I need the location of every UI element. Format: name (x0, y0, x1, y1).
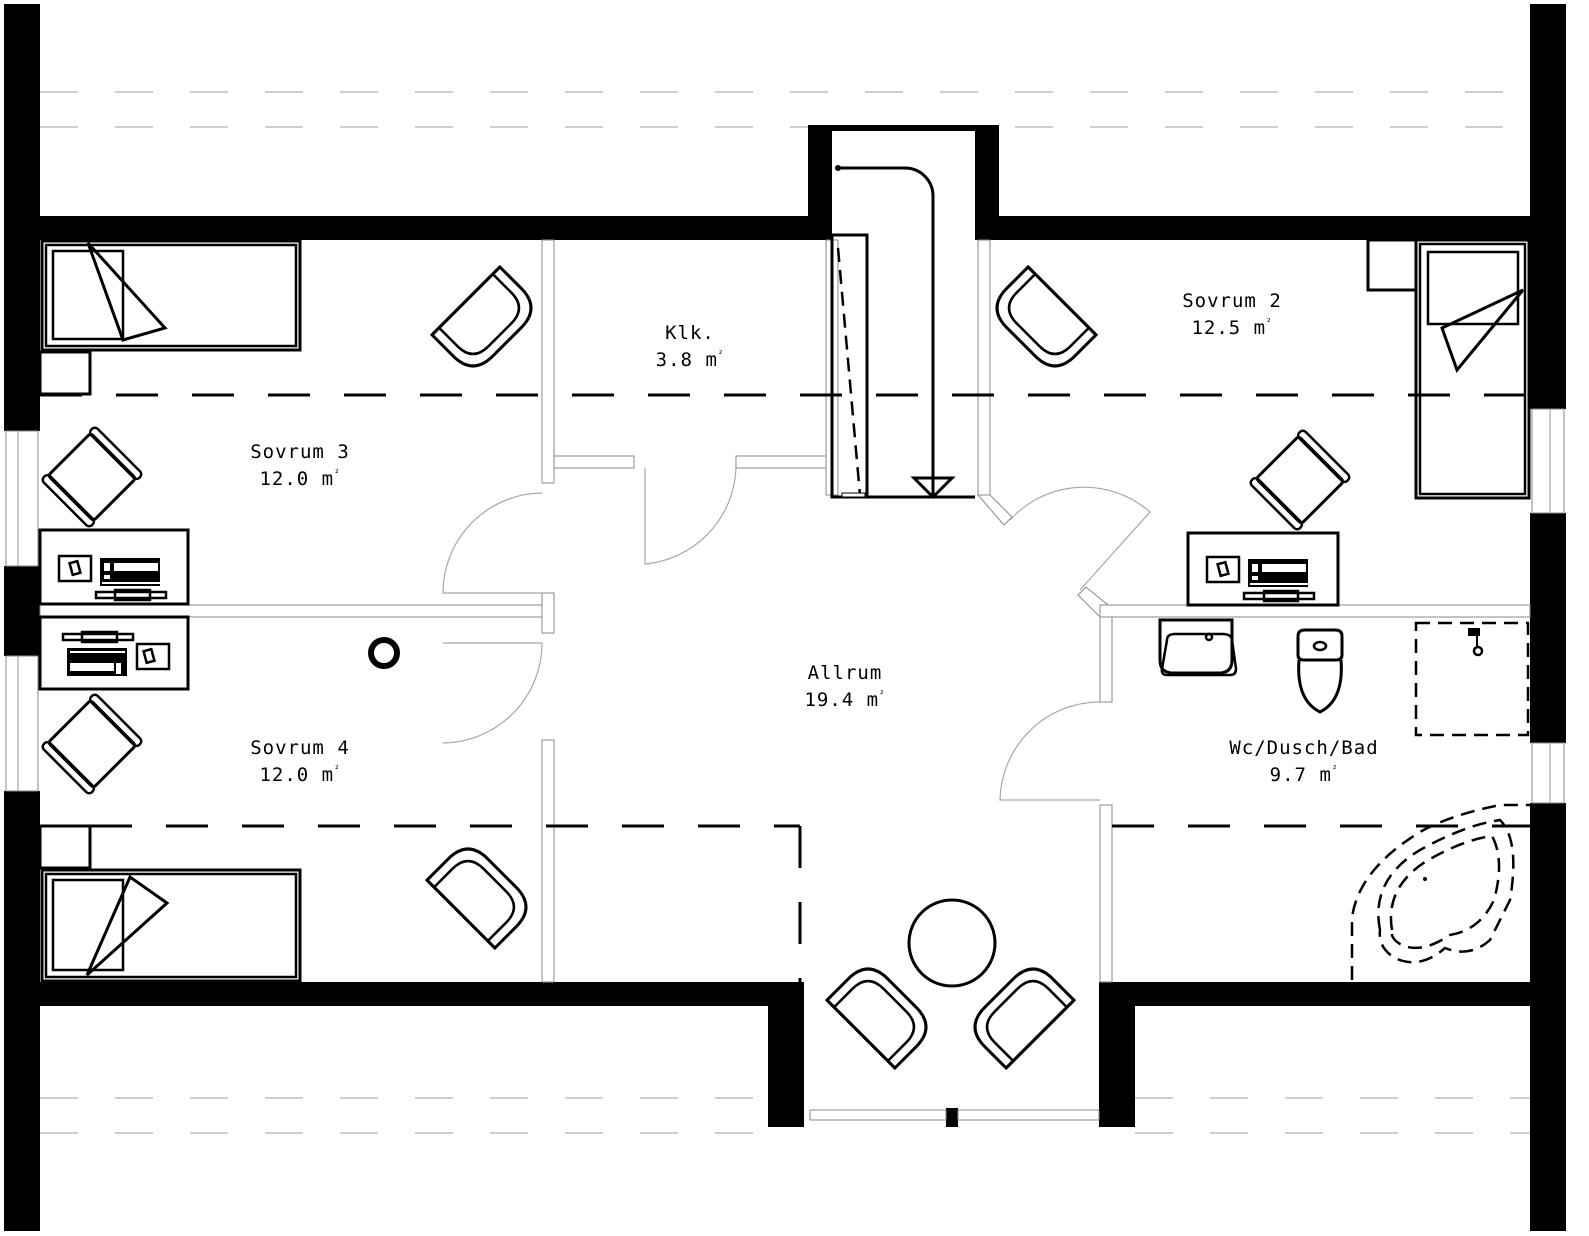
room-name: Sovrum 3 (250, 441, 350, 463)
desk-sovrum4 (38, 615, 190, 691)
armchair-sovrum3 (429, 264, 533, 368)
round-stool (368, 637, 400, 669)
room-name: Allrum (807, 662, 883, 684)
corner-bathtub (1350, 803, 1530, 980)
armchair-allrum-left (824, 967, 928, 1071)
room-area: 9.7 m² (1269, 764, 1339, 786)
room-name: Sovrum 4 (250, 737, 350, 759)
roof-eave-lines (40, 91, 1530, 1134)
armchair-sovrum4 (424, 847, 528, 951)
room-area: 3.8 m² (655, 349, 725, 371)
armchair-sovrum2 (995, 264, 1099, 368)
armchair-allrum-right (973, 967, 1077, 1071)
room-area: 12.5 m² (1191, 317, 1273, 339)
toilet (1296, 628, 1344, 714)
door-sovrum3[interactable] (442, 492, 543, 594)
room-label-allrum: Allrum 19.4 m² (804, 662, 885, 711)
room-label-sovrum3: Sovrum 3 12.0 m² (250, 441, 350, 490)
round-table (907, 898, 997, 988)
nightstand-sovrum3 (38, 350, 92, 396)
door-wc[interactable] (999, 701, 1101, 801)
room-label-wc: Wc/Dusch/Bad 9.7 m² (1229, 737, 1378, 786)
nightstand-sovrum4 (38, 824, 92, 870)
doors[interactable] (442, 467, 1151, 801)
room-name: Wc/Dusch/Bad (1229, 737, 1379, 759)
door-sovrum2[interactable] (1009, 486, 1151, 591)
room-label-klk: Klk. 3.8 m² (656, 322, 725, 371)
room-name: Sovrum 2 (1182, 290, 1282, 312)
room-label-sovrum2: Sovrum 2 12.5 m² (1182, 290, 1282, 339)
door-sovrum4[interactable] (442, 642, 543, 744)
knee-wall-lines (40, 393, 1530, 982)
desk-chair-sovrum2 (1249, 429, 1351, 531)
washbasin (1158, 618, 1238, 677)
exterior-walls (4, 4, 1566, 1231)
windows (5, 408, 1565, 1121)
room-name: Klk. (665, 322, 715, 344)
room-area: 12.0 m² (259, 468, 341, 490)
desk-sovrum2 (1186, 531, 1340, 607)
stair (830, 165, 975, 500)
shower (1414, 621, 1530, 737)
desk-chair-sovrum3 (41, 426, 143, 528)
nightstand-sovrum2 (1366, 238, 1418, 292)
desk-chair-sovrum4 (41, 693, 143, 795)
room-area: 19.4 m² (804, 689, 886, 711)
room-label-sovrum4: Sovrum 4 12.0 m² (250, 737, 350, 786)
door-klk[interactable] (644, 467, 737, 565)
desk-sovrum3 (38, 528, 190, 606)
bed-sovrum3 (40, 239, 302, 352)
bed-sovrum2 (1414, 238, 1531, 500)
bed-sovrum4 (40, 868, 302, 983)
room-area: 12.0 m² (259, 764, 341, 786)
